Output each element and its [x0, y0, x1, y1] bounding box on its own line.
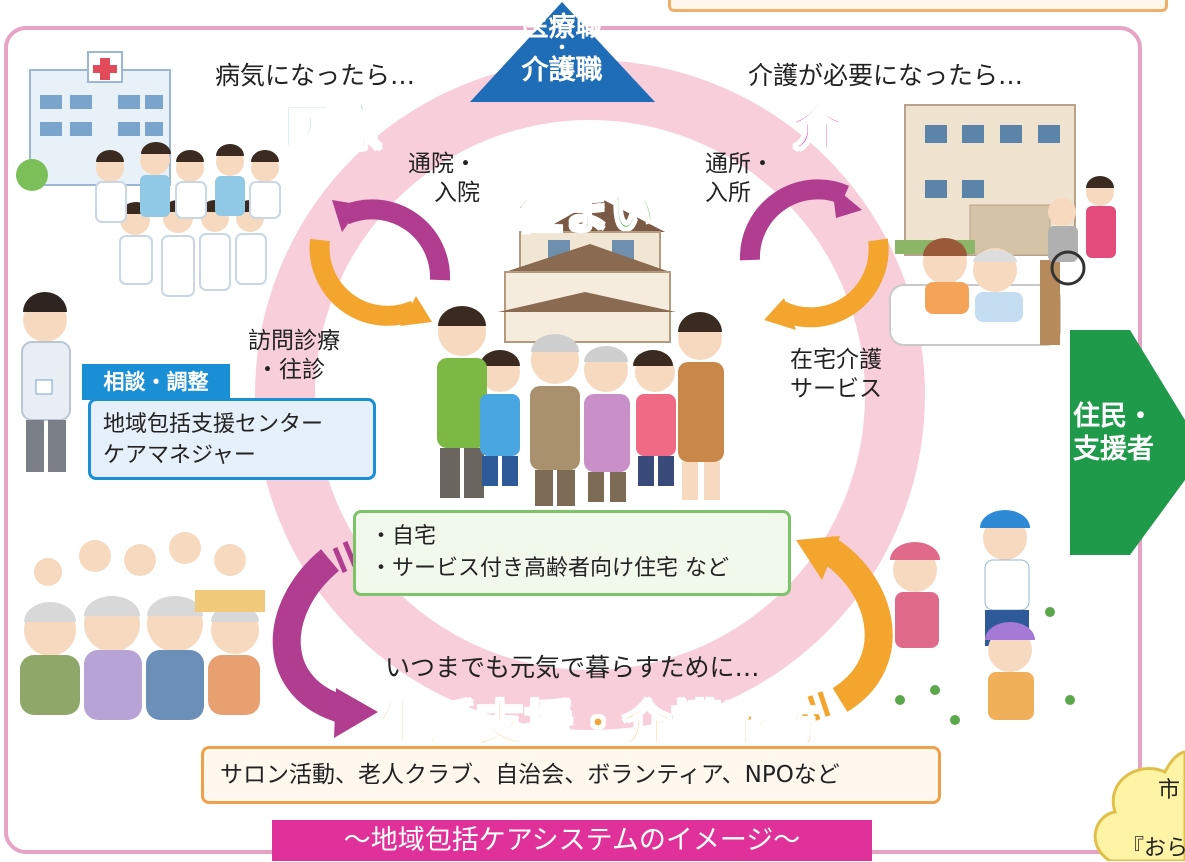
professional-triangle-label: 医療職 ・ 介護職 [512, 14, 612, 84]
footer-title: ～地域包括ケアシステムのイメージ～ [272, 820, 872, 861]
family-illustration [437, 306, 724, 506]
professional-triangle [470, 2, 655, 102]
housing-title: 住まい [515, 184, 657, 240]
consultant-staff-illustration [21, 292, 71, 472]
consult-line-2: ケアマネジャー [103, 443, 256, 468]
care-title: 介護 [791, 98, 894, 158]
residents-line-1: 住民・ [1073, 401, 1154, 432]
hospital-visit-line-1: 通院・ [408, 151, 477, 177]
volunteers-illustration [890, 510, 1075, 725]
triangle-line-2: 介護職 [521, 55, 603, 86]
housing-line-1: ・自宅 [370, 524, 437, 549]
residents-arrow [1070, 330, 1185, 555]
housing-box: ・自宅 ・サービス付き高齢者向け住宅 など [353, 510, 791, 596]
facility-visit-line-2: 入所 [705, 180, 751, 206]
triangle-dot: ・ [553, 38, 571, 59]
home-care-line-2: サービス [790, 376, 882, 402]
residents-line-2: 支援者 [1073, 434, 1154, 465]
housing-line-2: ・サービス付き高齢者向け住宅 など [370, 556, 729, 581]
consult-line-1: 地域包括支援センター [103, 412, 324, 437]
prevention-title: 生活支援・介護予防 [377, 695, 820, 753]
residents-label: 住民・ 支援者 [1073, 400, 1154, 466]
triangle-line-1: 医療職 [521, 12, 603, 43]
home-care-line-1: 在宅介護 [790, 347, 882, 373]
home-medical-line-1: 訪問診療 [248, 328, 340, 354]
activities-box: サロン活動、老人クラブ、自治会、ボランティア、NPOなど [201, 746, 941, 804]
hospital-visit-label: 通院・ 入院 [408, 150, 480, 208]
home-medical-label: 訪問診療 ・往診 [248, 327, 340, 385]
facility-visit-label: 通所・ 入所 [705, 150, 774, 208]
care-scene-illustration [889, 176, 1116, 346]
care-caption: 介護が必要になったら… [748, 61, 1024, 90]
side-note-cloud [1093, 750, 1185, 861]
side-note-line-2: 『おら [1122, 836, 1185, 861]
consult-tag: 相談・調整 [82, 364, 230, 400]
top-strip-decoration [668, 0, 1168, 12]
medical-title: 医療 [281, 98, 384, 158]
consult-box: 地域包括支援センター ケアマネジャー [88, 398, 376, 480]
house-illustration [498, 198, 676, 343]
home-care-label: 在宅介護 サービス [790, 346, 882, 404]
elderly-group-illustration [20, 532, 265, 720]
medical-staff-illustration [95, 142, 281, 297]
prevention-caption: いつまでも元気で暮らすために… [385, 653, 760, 682]
care-cycle-arrows [739, 179, 889, 330]
care-facility-illustration [895, 104, 1076, 256]
side-note-line-1: 市 [1158, 778, 1181, 803]
medical-caption: 病気になったら… [215, 61, 416, 90]
facility-visit-line-1: 通所・ [705, 151, 774, 177]
home-medical-line-2: ・往診 [256, 357, 325, 383]
medical-cycle-arrows [309, 199, 451, 326]
hospital-visit-line-2: 入院 [434, 180, 480, 206]
